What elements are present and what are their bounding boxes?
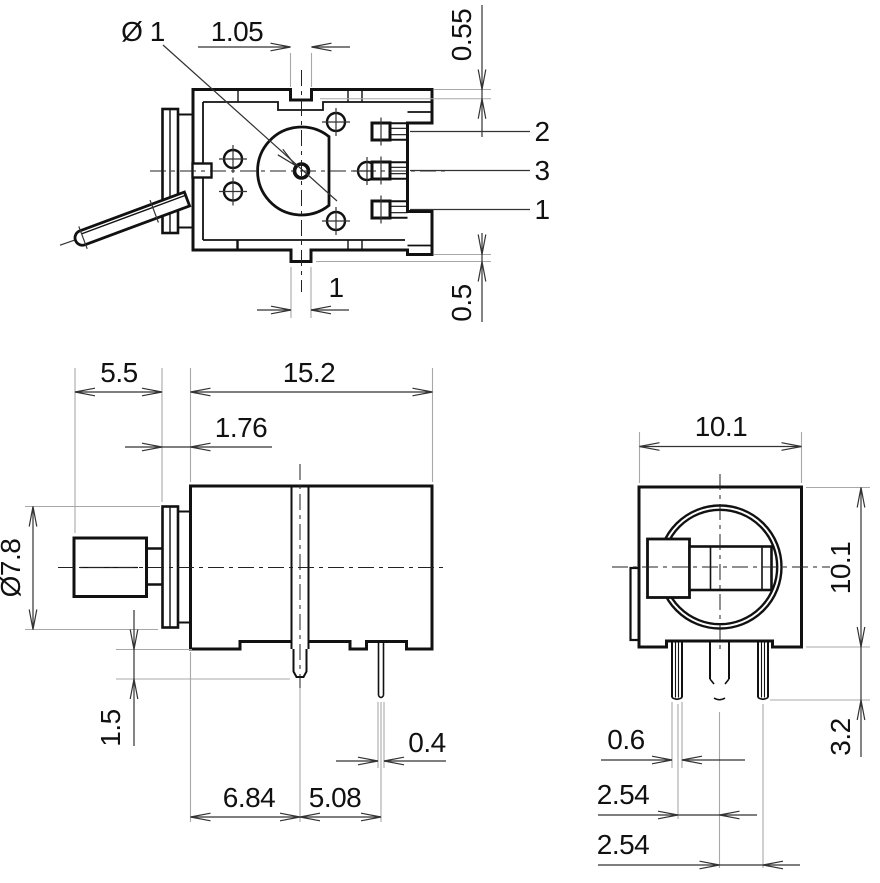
dim-body-height: 10.1 — [825, 542, 856, 595]
side-dim-arrows — [28, 387, 433, 822]
front-pins — [671, 641, 769, 701]
front-dim-arrows — [639, 442, 866, 870]
front-lever-shaft-lines — [709, 546, 763, 590]
dim-tab-step: 0.5 — [446, 284, 477, 321]
top-d-circle — [256, 125, 331, 217]
side-dim-lines — [32, 391, 446, 818]
front-extension-lines — [638, 432, 870, 868]
side-extension-lines — [25, 368, 434, 822]
dim-peg-length: 1.5 — [95, 709, 126, 746]
dim-terminal-length: 3.2 — [825, 718, 856, 755]
side-terminal-pin — [377, 641, 385, 699]
dim-actuator-length: 5.5 — [100, 357, 137, 388]
top-centerlines — [150, 70, 448, 292]
top-body-outline — [191, 88, 434, 263]
top-dim-arrows — [270, 42, 487, 315]
side-actuator-neck — [146, 547, 163, 586]
top-frame-ticks — [236, 90, 363, 250]
front-view-dimensions: 10.1 10.1 3.2 0.6 2.54 2.54 — [597, 411, 870, 870]
side-view: 5.5 15.2 1.76 Ø7.8 1.5 0.4 6.84 5.08 — [0, 357, 448, 822]
top-view: Ø 1 1.05 0.55 2 3 1 0.5 1 — [59, 5, 550, 322]
dim-edge-step: 0.55 — [446, 9, 477, 62]
top-view-geometry — [59, 70, 448, 292]
dim-terminal-pitch-a: 2.54 — [597, 779, 650, 810]
side-view-geometry — [58, 464, 448, 699]
dim-terminal-pitch-b: 2.54 — [597, 829, 650, 860]
top-dim-lines — [162, 5, 530, 322]
front-lever-shaft — [688, 545, 773, 592]
side-body-outline — [189, 484, 434, 651]
dim-hole-dia: Ø 1 — [121, 16, 165, 47]
front-view-geometry — [612, 474, 830, 701]
dim-peg-offset: 6.84 — [223, 782, 276, 813]
top-view-dimensions: Ø 1 1.05 0.55 2 3 1 0.5 1 — [121, 5, 550, 322]
terminal-1-label: 1 — [534, 194, 549, 225]
dim-terminal-width: 0.6 — [607, 724, 644, 755]
top-lever-inner-line — [81, 194, 186, 235]
dim-actuator-dia: Ø7.8 — [0, 539, 26, 598]
terminal-3-label: 3 — [534, 155, 549, 186]
dim-collar-width: 1.76 — [215, 412, 268, 443]
front-centerlines — [612, 474, 830, 652]
dim-tab-width: 1 — [328, 272, 343, 303]
side-view-dimensions: 5.5 15.2 1.76 Ø7.8 1.5 0.4 6.84 5.08 — [0, 357, 446, 822]
top-extension-lines — [289, 53, 491, 318]
dim-terminal-thickness: 0.4 — [408, 727, 445, 758]
dim-notch-width: 1.05 — [211, 16, 264, 47]
dim-body-length: 15.2 — [283, 357, 336, 388]
front-lever-boot — [646, 537, 691, 599]
dim-body-width: 10.1 — [695, 411, 748, 442]
top-rivet-holes — [219, 108, 381, 235]
front-side-tab — [629, 566, 641, 642]
top-lever-centermarks — [59, 199, 159, 250]
dim-terminal-pitch: 5.08 — [309, 782, 362, 813]
front-view: 10.1 10.1 3.2 0.6 2.54 2.54 — [597, 411, 870, 870]
terminal-2-label: 2 — [534, 116, 549, 147]
side-centerlines — [58, 464, 448, 690]
front-body-outline — [637, 485, 803, 649]
